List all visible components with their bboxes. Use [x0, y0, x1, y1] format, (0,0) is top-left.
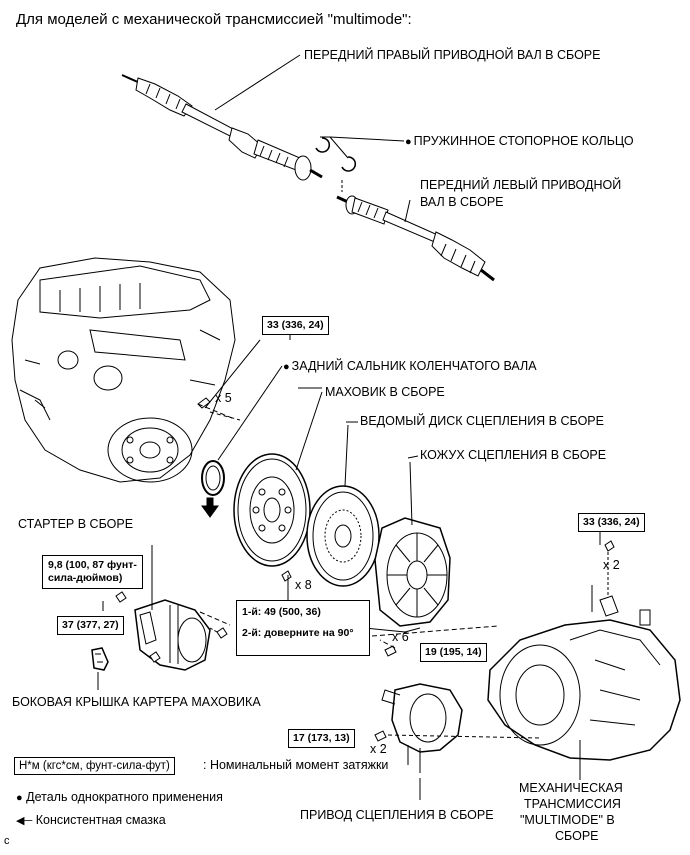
- multimode-transmission: [487, 540, 681, 780]
- label-transmission-4: СБОРЕ: [555, 829, 599, 843]
- count-transmission-bolts: x 2: [603, 558, 620, 572]
- clutch-disc-assembly: [306, 424, 380, 587]
- legend-torque-unit-desc: : Номинальный момент затяжки: [203, 758, 389, 772]
- label-clutch-actuator: ПРИВОД СЦЕПЛЕНИЯ В СБОРЕ: [300, 808, 494, 822]
- non-reusable-dot-icon: ●: [16, 792, 23, 804]
- label-starter: СТАРТЕР В СБОРЕ: [18, 517, 134, 531]
- clutch-actuator-assembly: [374, 683, 541, 800]
- clutch-cover-assembly: [364, 461, 451, 633]
- grease-arrow-icon: ◀─: [16, 815, 33, 827]
- label-front-left-drive-shaft-1: ПЕРЕДНИЙ ЛЕВЫЙ ПРИВОДНОЙ: [420, 178, 622, 192]
- legend-non-reusable: ● Деталь однократного применения: [16, 790, 223, 806]
- torque-flywheel-second: 2-й: доверните на 90°: [242, 627, 354, 639]
- label-transmission-2: ТРАНСМИССИЯ: [524, 797, 621, 811]
- corner-mark: c: [4, 835, 10, 847]
- grease-arrow-icon: [201, 497, 219, 518]
- torque-starter-terminal-1: 9,8 (100, 87 фунт-: [48, 559, 137, 571]
- torque-crankcase-bolt: 33 (336, 24): [262, 316, 329, 335]
- snap-rings: [315, 136, 405, 192]
- label-flywheel-housing-side-cover: БОКОВАЯ КРЫШКА КАРТЕРА МАХОВИКА: [12, 695, 261, 709]
- label-transmission-3: "MULTIMODE" В: [520, 813, 615, 827]
- label-clutch-disc: ВЕДОМЫЙ ДИСК СЦЕПЛЕНИЯ В СБОРЕ: [360, 414, 604, 428]
- torque-starter-terminal-2: сила-дюймов): [48, 572, 123, 584]
- label-flywheel: МАХОВИК В СБОРЕ: [325, 385, 445, 399]
- front-left-drive-shaft: [336, 195, 495, 282]
- clutch-cover-bolt: [384, 645, 397, 657]
- flywheel-housing-side-cover: [91, 647, 109, 690]
- count-clutch-cover-bolts: x 6: [392, 630, 409, 644]
- page-header: Для моделей с механической трансмиссией …: [16, 11, 412, 28]
- legend-grease: ◀─ Консистентная смазка: [16, 813, 166, 829]
- count-actuator-bolts: x 2: [370, 742, 387, 756]
- flywheel-assembly: [233, 391, 323, 567]
- torque-clutch-cover-bolts: 19 (195, 14): [420, 643, 487, 662]
- label-front-right-drive-shaft: ПЕРЕДНИЙ ПРАВЫЙ ПРИВОДНОЙ ВАЛ В СБОРЕ: [304, 48, 601, 62]
- label-front-left-drive-shaft-2: ВАЛ В СБОРЕ: [420, 195, 504, 209]
- legend-non-reusable-text: Деталь однократного применения: [26, 790, 223, 804]
- torque-flywheel-first: 1-й: 49 (500, 36): [242, 606, 321, 618]
- torque-transmission-bolt: 33 (336, 24): [578, 513, 645, 532]
- torque-actuator-bolts: 17 (173, 13): [288, 729, 355, 748]
- count-crankcase-bolts: x 5: [215, 391, 232, 405]
- legend-grease-text: Консистентная смазка: [35, 813, 166, 827]
- count-flywheel-bolts: x 8: [295, 578, 312, 592]
- label-crankshaft-rear-oil-seal: ЗАДНИЙ САЛЬНИК КОЛЕНЧАТОГО ВАЛА: [283, 359, 537, 375]
- flywheel-bolt: [281, 570, 292, 600]
- torque-starter-bolt: 37 (377, 27): [57, 616, 124, 635]
- label-snap-ring: ПРУЖИННОЕ СТОПОРНОЕ КОЛЬЦО: [405, 134, 634, 150]
- torque-flywheel-bolts: 1-й: 49 (500, 36) 2-й: доверните на 90°: [236, 600, 370, 656]
- starter-assembly: [115, 545, 228, 671]
- label-clutch-cover: КОЖУХ СЦЕПЛЕНИЯ В СБОРЕ: [420, 448, 607, 462]
- torque-starter-terminal: 9,8 (100, 87 фунт- сила-дюймов): [42, 555, 143, 589]
- engine-block: [11, 257, 236, 483]
- legend-torque-unit-box: Н*м (кгс*см, фунт-сила-фут): [14, 757, 175, 775]
- front-right-drive-shaft: [121, 54, 323, 181]
- connection-lines: [197, 403, 499, 649]
- label-transmission-1: МЕХАНИЧЕСКАЯ: [519, 781, 623, 795]
- crankshaft-rear-oil-seal: [201, 365, 283, 496]
